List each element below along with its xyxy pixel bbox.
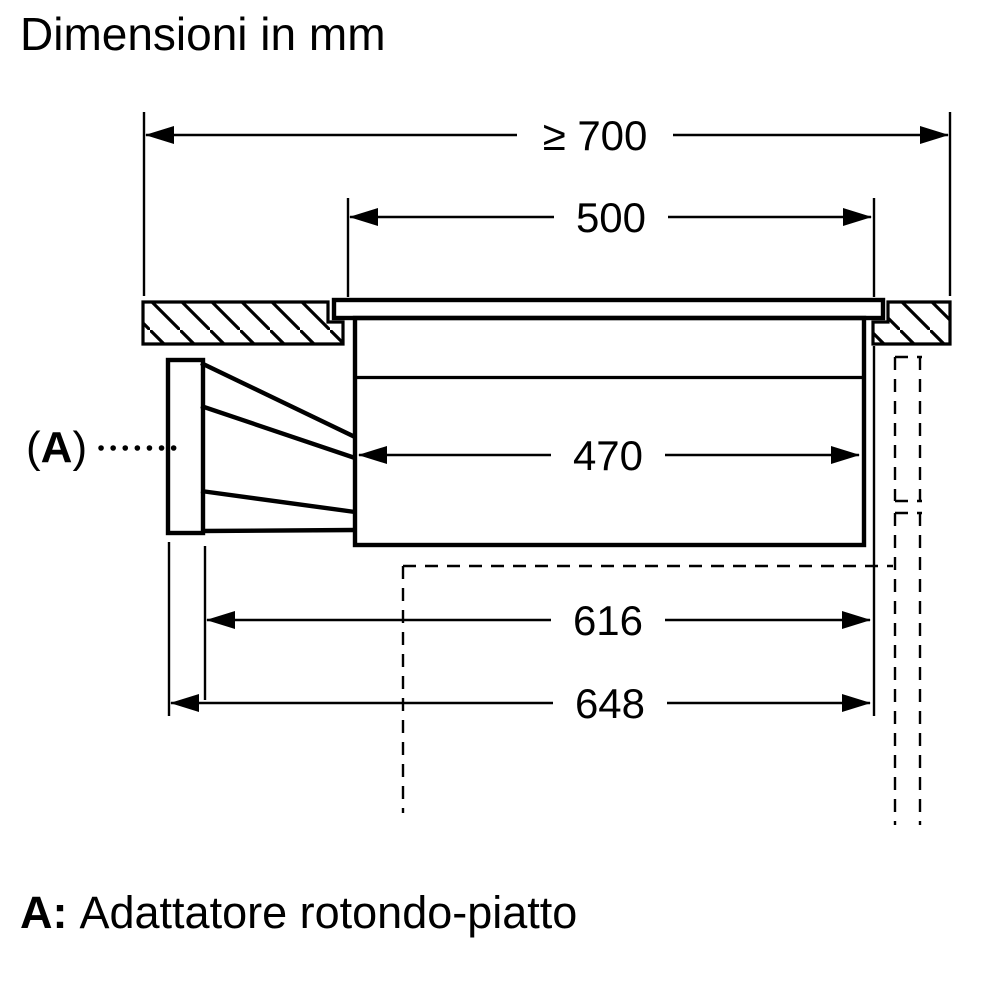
dim-label: 500 xyxy=(576,194,646,241)
worktop-left-hatch xyxy=(141,300,345,346)
dim-label-bg xyxy=(517,110,673,160)
arrowhead-left xyxy=(358,446,387,464)
arrowhead-right xyxy=(831,446,860,464)
page-title: Dimensioni in mm xyxy=(20,8,386,60)
footnote-label: A: xyxy=(20,887,67,938)
adapter-funnel-line-lower xyxy=(200,488,356,515)
adapter-callout-label: (A) xyxy=(26,423,87,472)
dim-label-bg xyxy=(551,595,665,645)
adapter-callout: (A) xyxy=(26,423,179,472)
adapter-flange xyxy=(165,357,206,536)
duct-adapter-group xyxy=(165,357,356,536)
arrowhead-right xyxy=(842,694,871,712)
dim-label: ≥ 700 xyxy=(543,112,648,159)
dim-label: 470 xyxy=(573,432,643,479)
footnote: A:Adattatore rotondo-piatto xyxy=(20,887,577,938)
dim-label-bg xyxy=(553,678,667,728)
hob-glass-panel xyxy=(331,297,886,321)
dim-label-bg xyxy=(554,192,668,242)
dim-label: 648 xyxy=(575,680,645,727)
dimension-min-700: ≥ 700 xyxy=(142,110,952,296)
hidden-duct-outline xyxy=(401,355,922,825)
adapter-funnel-line-top xyxy=(200,361,356,439)
arrowhead-left xyxy=(206,611,235,629)
arrowhead-left xyxy=(145,126,174,144)
arrowhead-left xyxy=(170,694,199,712)
worktop-right-hatch xyxy=(871,300,952,346)
dimension-470: 470 xyxy=(358,430,860,480)
dim-label-bg xyxy=(551,430,665,480)
footnote-text: Adattatore rotondo-piatto xyxy=(79,887,577,938)
dimension-500: 500 xyxy=(346,192,876,297)
arrowhead-right xyxy=(843,208,872,226)
dimension-648: 648 xyxy=(167,542,871,728)
dim-label: 616 xyxy=(573,597,643,644)
dimension-616: 616 xyxy=(203,546,871,700)
worktop-section-right xyxy=(871,300,952,346)
arrowhead-right xyxy=(842,611,871,629)
worktop-section-left xyxy=(141,300,345,346)
adapter-funnel-line-upper xyxy=(200,403,356,461)
adapter-funnel-line-bottom xyxy=(200,527,356,534)
arrowhead-left xyxy=(349,208,378,226)
arrowhead-right xyxy=(920,126,949,144)
